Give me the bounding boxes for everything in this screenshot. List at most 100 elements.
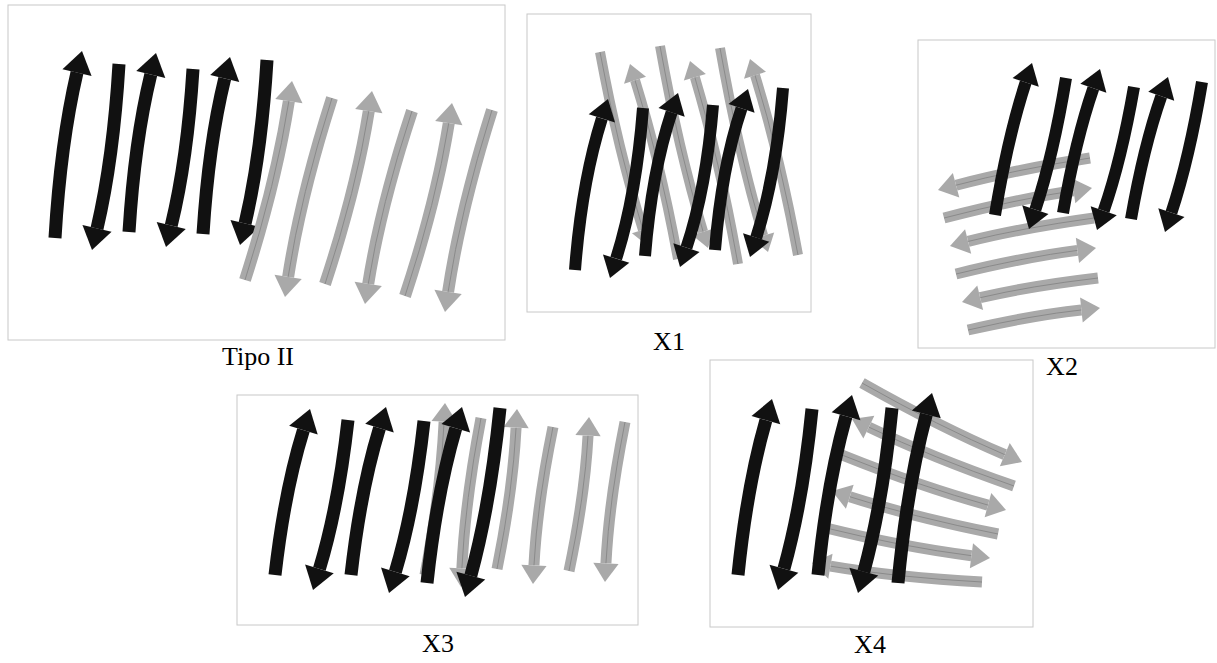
strand-head: [770, 565, 799, 590]
beta-strand-arrow: [1063, 69, 1106, 213]
strand-body: [956, 250, 1077, 274]
beta-strand-arrow: [521, 427, 553, 584]
strand-edge: [325, 111, 369, 284]
beta-strand-arrow: [842, 455, 1006, 517]
strand-head: [136, 53, 165, 78]
strand-head: [1080, 69, 1106, 93]
panel-label: Tipo II: [222, 343, 294, 372]
strand-head: [503, 409, 528, 428]
strand-head: [832, 395, 861, 420]
strand-head: [912, 393, 941, 418]
strand-head: [289, 409, 318, 435]
strand-head: [456, 572, 485, 597]
beta-strand-arrow: [575, 99, 615, 270]
strand-body: [171, 69, 193, 226]
beta-strand-arrow: [351, 407, 394, 575]
strand-head: [274, 275, 301, 297]
strand-body: [784, 409, 812, 569]
strand-head: [728, 89, 754, 113]
strand-body: [645, 112, 672, 256]
beta-strand-arrow: [569, 417, 601, 571]
strand-body: [325, 111, 369, 284]
beta-strand-arrow: [1158, 82, 1202, 232]
panel-frame: [918, 40, 1215, 348]
strand-edge: [569, 436, 588, 571]
strand-head: [435, 103, 462, 125]
strand-body: [980, 278, 1098, 298]
strand-edge: [606, 422, 625, 563]
strand-body: [319, 420, 348, 569]
strand-head: [62, 51, 91, 76]
strand-head: [962, 285, 983, 310]
strand-head: [624, 64, 646, 84]
beta-strand-arrow: [203, 57, 239, 234]
strand-head: [210, 57, 239, 82]
strand-head: [1076, 238, 1096, 263]
strand-head: [658, 93, 684, 117]
strand-head: [950, 229, 971, 254]
strand-body: [1063, 88, 1093, 213]
strand-head: [275, 81, 302, 103]
strand-body: [898, 414, 926, 583]
strand-head: [521, 565, 546, 584]
strand-body: [351, 428, 380, 575]
panel-label: X2: [1046, 353, 1078, 382]
strand-body: [738, 420, 766, 575]
strand-head: [82, 225, 111, 250]
strand-edge: [968, 310, 1081, 330]
strand-edge: [956, 250, 1077, 274]
strand-head: [1091, 206, 1117, 230]
strand-head: [434, 290, 461, 312]
strand-body: [129, 74, 151, 232]
strand-body: [1104, 87, 1134, 211]
strand-body: [534, 427, 553, 565]
strand-body: [818, 416, 846, 575]
beta-strand-arrow: [381, 421, 424, 593]
beta-strand-arrow: [660, 46, 714, 248]
strand-body: [1171, 82, 1202, 213]
strand-head: [684, 61, 706, 81]
strand-head: [938, 173, 959, 197]
beta-strand-arrow: [274, 98, 332, 297]
strand-head: [1158, 208, 1184, 232]
strand-edge: [944, 191, 1074, 218]
strand-body: [368, 111, 412, 284]
strand-body: [1131, 96, 1161, 219]
strand-body: [395, 421, 424, 572]
strand-body: [715, 108, 742, 250]
strand-head: [575, 417, 600, 436]
panel-label: X4: [854, 631, 886, 660]
strand-body: [448, 110, 492, 292]
strand-head: [593, 563, 618, 582]
strand-body: [471, 408, 500, 576]
beta-strand-arrow: [738, 399, 780, 575]
beta-strand-arrow: [770, 409, 812, 590]
strand-head: [157, 222, 186, 247]
strand-head: [1148, 77, 1174, 101]
panel-frame: [8, 5, 505, 340]
beta-strand-arrow: [55, 51, 92, 238]
strand-head: [849, 568, 878, 593]
strand-head: [381, 568, 410, 593]
strand-body: [944, 191, 1074, 218]
beta-strand-arrow: [849, 408, 892, 593]
beta-strand-arrow: [645, 93, 685, 256]
strand-head: [743, 233, 769, 257]
strand-head: [1000, 443, 1022, 466]
strand-body: [606, 422, 625, 563]
beta-strand-arrow: [434, 110, 492, 312]
beta-strand-arrow: [715, 89, 755, 250]
panel-frame: [710, 360, 1033, 627]
strand-head: [365, 407, 394, 433]
strand-head: [603, 254, 629, 278]
strand-body: [405, 123, 449, 296]
strand-body: [575, 118, 602, 270]
strand-body: [55, 73, 77, 238]
strand-edge: [368, 111, 412, 284]
beta-strand-arrow: [355, 111, 412, 304]
strand-head: [673, 243, 699, 267]
strand-body: [616, 108, 643, 259]
strand-edge: [980, 278, 1098, 298]
strand-body: [995, 82, 1026, 215]
